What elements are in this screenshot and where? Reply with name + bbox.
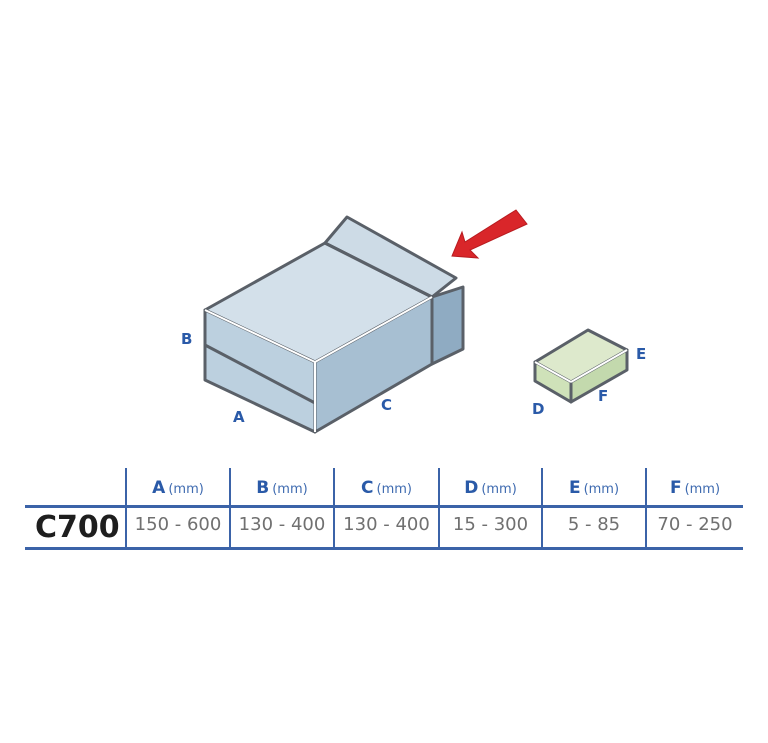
dimension-label-e: E xyxy=(636,345,647,363)
column-unit: (mm) xyxy=(376,482,412,497)
small-box-icon xyxy=(533,328,629,404)
column-header-a: A(mm) xyxy=(127,478,229,504)
column-header-b: B(mm) xyxy=(231,478,333,504)
column-header-f: F(mm) xyxy=(647,478,743,504)
column-letter: D xyxy=(464,478,479,498)
column-unit: (mm) xyxy=(684,482,721,497)
dimension-label-f: F xyxy=(598,387,609,405)
product-diagram: B A C D E F xyxy=(181,209,647,434)
red-arrow-icon xyxy=(451,209,528,259)
column-header-d: D(mm) xyxy=(440,478,541,504)
column-divider xyxy=(541,468,543,548)
box-illustration xyxy=(203,209,629,434)
dimension-label-d: D xyxy=(532,400,545,418)
dimensions-table: A(mm) B(mm) C(mm) D(mm) E(mm) F(mm) C700… xyxy=(25,468,743,552)
column-unit: (mm) xyxy=(168,482,204,497)
value-e: 5 - 85 xyxy=(567,514,621,535)
column-unit: (mm) xyxy=(583,482,620,497)
value-c: 130 - 400 xyxy=(343,514,430,535)
column-letter: E xyxy=(568,478,581,498)
column-letter: A xyxy=(152,478,166,498)
column-divider xyxy=(125,468,127,548)
table-bottom-border xyxy=(25,547,743,550)
large-box-icon xyxy=(203,215,465,434)
dimension-label-b: B xyxy=(181,330,193,348)
model-name: C700 xyxy=(35,510,120,545)
dimension-label-a: A xyxy=(233,408,245,426)
column-divider xyxy=(438,468,440,548)
column-letter: F xyxy=(669,478,682,498)
column-letter: B xyxy=(256,478,270,498)
column-divider xyxy=(229,468,231,548)
column-header-e: E(mm) xyxy=(543,478,645,504)
column-unit: (mm) xyxy=(481,482,517,497)
column-header-c: C(mm) xyxy=(335,478,438,504)
column-unit: (mm) xyxy=(272,482,308,497)
column-divider xyxy=(333,468,335,548)
column-divider xyxy=(645,468,647,548)
value-b: 130 - 400 xyxy=(238,514,326,535)
dimension-label-c: C xyxy=(381,396,393,414)
value-d: 15 - 300 xyxy=(452,514,529,535)
value-a: 150 - 600 xyxy=(134,514,222,535)
column-letter: C xyxy=(361,478,374,498)
header-divider xyxy=(25,505,743,508)
value-f: 70 - 250 xyxy=(657,514,733,535)
